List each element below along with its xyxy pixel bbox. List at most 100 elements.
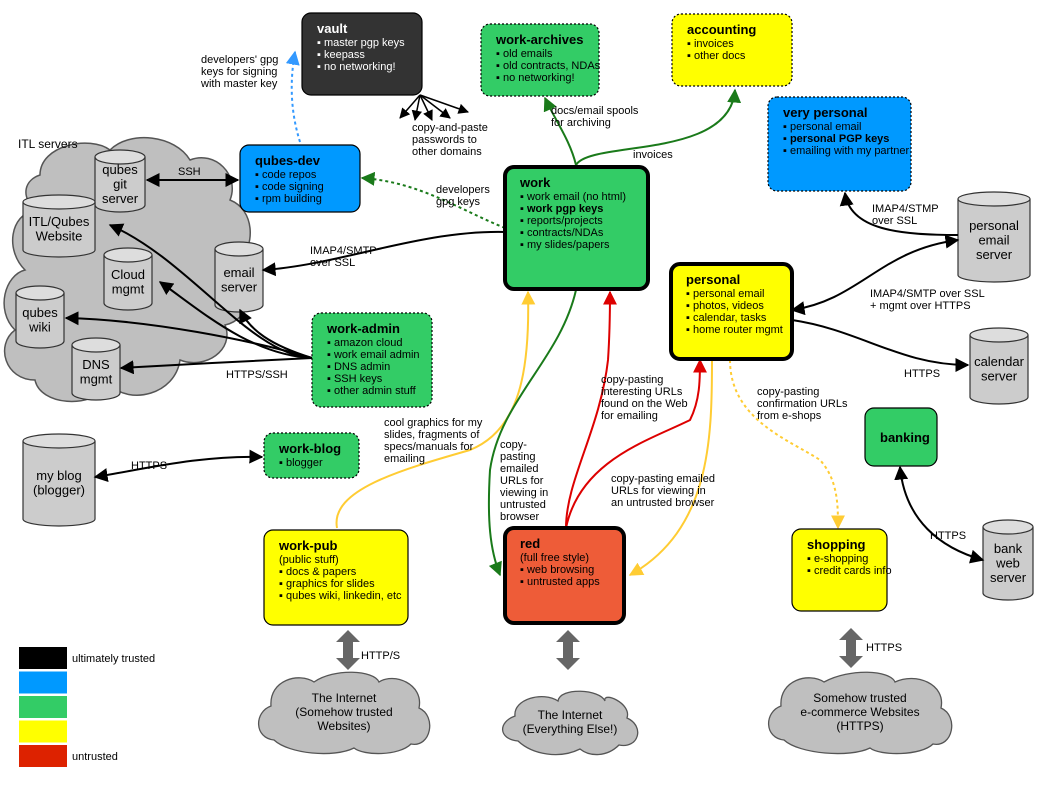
node-title: work-pub <box>278 538 338 553</box>
node-item: ▪ master pgp keys <box>317 37 405 49</box>
cloud-label: (Somehow trusted <box>295 705 392 719</box>
connector-label: gpg keys <box>436 196 481 208</box>
node-item: ▪ qubes wiki, linkedin, etc <box>279 590 402 602</box>
node-banking: banking <box>864 407 938 467</box>
node-item: ▪ work email (no html) <box>520 191 626 203</box>
node-item: ▪ SSH keys <box>327 373 383 385</box>
node-item: ▪ DNS admin <box>327 361 390 373</box>
connector-label: copy-pasting <box>601 374 663 386</box>
itl-servers-label: ITL servers <box>18 137 78 151</box>
node-title: qubes-dev <box>255 153 321 168</box>
connector-label: over SSL <box>872 215 917 227</box>
cloud-label: (HTTPS) <box>836 719 883 733</box>
legend-item <box>19 696 67 718</box>
connector-label: other domains <box>412 146 482 158</box>
node-item: ▪ no networking! <box>317 61 396 73</box>
node-item: ▪ no networking! <box>496 72 575 84</box>
internet-arrows <box>336 628 863 670</box>
connector-label: for archiving <box>551 117 611 129</box>
node-title: red <box>520 536 540 551</box>
node-title: vault <box>317 21 348 36</box>
node-title: work <box>519 175 551 190</box>
connector-label: copy- <box>500 439 527 451</box>
server-label: server <box>221 280 258 295</box>
legend-swatch <box>19 647 67 669</box>
server-label: calendar <box>974 354 1025 369</box>
server-label: wiki <box>28 320 51 335</box>
connector-label: specs/manuals for <box>384 441 474 453</box>
node-item: ▪ old contracts, NDAs <box>496 60 601 72</box>
cloud-label: The Internet <box>538 708 603 722</box>
legend: ultimately trusted untrusted <box>19 647 155 767</box>
legend-swatch <box>19 745 67 767</box>
node-title: work-archives <box>495 32 583 47</box>
connector-label: cool graphics for my <box>384 417 483 429</box>
label-https-ssh: HTTPS/SSH <box>226 369 288 381</box>
node-title: work-blog <box>278 441 341 456</box>
server-label: Cloud <box>111 267 145 282</box>
cloud-label: The Internet <box>312 691 377 705</box>
connector-label: interesting URLs <box>601 386 683 398</box>
connector-label: confirmation URLs <box>757 398 848 410</box>
node-qubes-dev: qubes-dev▪ code repos▪ code signing▪ rpm… <box>239 144 361 213</box>
node-item: ▪ code repos <box>255 169 317 181</box>
connector-label: over SSL <box>310 257 355 269</box>
node-title: banking <box>880 430 930 445</box>
connector-label: docs/email spools <box>551 105 639 117</box>
server-label: email <box>978 232 1009 247</box>
connector-label: passwords to <box>412 134 477 146</box>
node-subtitle: (full free style) <box>520 552 589 564</box>
node-work-archives: work-archives▪ old emails▪ old contracts… <box>480 23 601 97</box>
server-label: qubes <box>22 305 58 320</box>
node-shopping: shopping▪ e-shopping▪ credit cards info <box>791 528 892 612</box>
cloud-label: Somehow trusted <box>813 691 906 705</box>
connector-label: HTTPS <box>866 642 902 654</box>
connector-label: emailed <box>500 463 539 475</box>
node-vault: vault▪ master pgp keys▪ keepass▪ no netw… <box>301 12 423 96</box>
server-label: DNS <box>82 357 110 372</box>
connector-label: found on the Web <box>601 398 688 410</box>
legend-label: untrusted <box>72 751 118 763</box>
node-very-personal: very personal▪ personal email▪ personal … <box>767 96 912 192</box>
node-work-blog: work-blog▪ blogger <box>263 432 360 479</box>
legend-item: ultimately trusted <box>19 647 155 669</box>
legend-item <box>19 720 67 743</box>
connector-label: invoices <box>633 149 673 161</box>
label-https-calendar: HTTPS <box>904 368 940 380</box>
server-label: server <box>990 570 1027 585</box>
node-personal: personal▪ personal email▪ photos, videos… <box>669 262 794 361</box>
node-item: ▪ personal PGP keys <box>783 133 889 145</box>
node-work-admin: work-admin▪ amazon cloud▪ work email adm… <box>311 312 433 408</box>
node-item: ▪ work email admin <box>327 349 420 361</box>
label-ssh: SSH <box>178 166 201 178</box>
connector-label: IMAP4/SMTP over SSL <box>870 288 985 300</box>
node-item: ▪ graphics for slides <box>279 578 375 590</box>
cloud-label: Websites) <box>317 719 370 733</box>
server-label: bank <box>994 541 1023 556</box>
label-https-shop: HTTPS <box>866 642 902 654</box>
node-title: accounting <box>687 22 756 37</box>
connector-label: developers' gpg <box>201 54 278 66</box>
server-label: server <box>981 369 1018 384</box>
node-item: ▪ my slides/papers <box>520 239 610 251</box>
server-label: qubes <box>102 162 138 177</box>
node-subtitle: (public stuff) <box>279 554 339 566</box>
node-item: ▪ credit cards info <box>807 565 892 577</box>
node-item: ▪ amazon cloud <box>327 337 402 349</box>
node-title: work-admin <box>326 321 400 336</box>
connector-label: slides, fragments of <box>384 429 480 441</box>
dev-keys-connector <box>285 50 301 143</box>
